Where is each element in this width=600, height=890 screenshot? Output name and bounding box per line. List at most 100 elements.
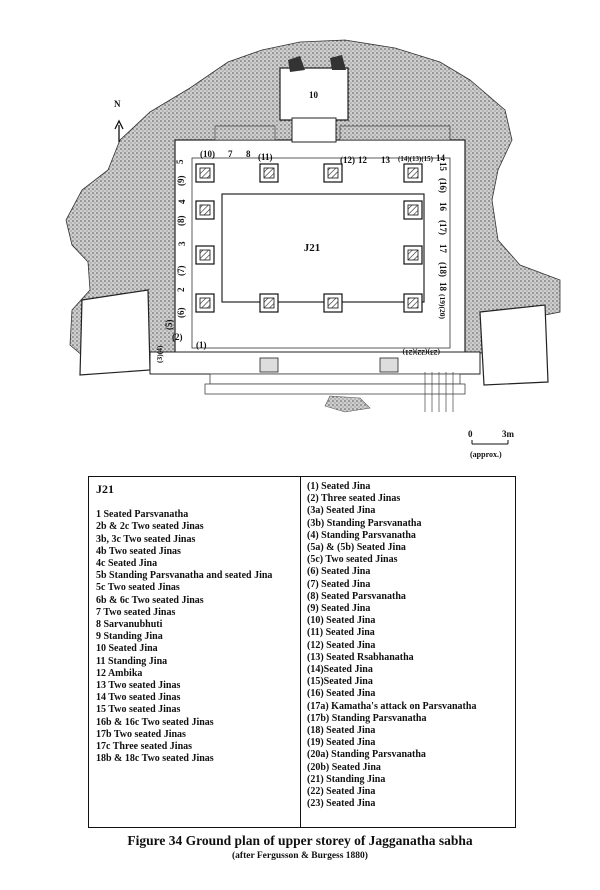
center-label: J21 xyxy=(304,242,321,254)
niche-label: 12 xyxy=(358,155,368,165)
scale-bar xyxy=(471,440,509,445)
niche-label: 3 xyxy=(177,241,187,246)
south-bay-right xyxy=(379,357,399,373)
legend-item: 2b & 2c Two seated Jinas xyxy=(96,521,204,533)
legend-item: (8) Seated Parsvanatha xyxy=(307,590,406,602)
pillar-core xyxy=(407,297,419,309)
niche-label: (6) xyxy=(176,308,186,319)
scale-zero: 0 xyxy=(468,429,473,439)
pillar-core xyxy=(263,297,275,309)
scale-length: 3m xyxy=(502,429,515,439)
legend-item: 9 Standing Jina xyxy=(96,631,163,643)
legend-item: (22) Seated Jina xyxy=(307,786,376,798)
ground-plan: J21 N 10 (10) 7 8 (11) (12) 12 13 (14)(1… xyxy=(65,39,561,459)
niche-label: (1) xyxy=(196,340,207,350)
top-wall-relief-right xyxy=(339,125,451,141)
top-wall-relief-left xyxy=(214,125,276,141)
legend-item: 4c Seated Jina xyxy=(96,558,158,570)
legend-item: (3b) Standing Parsvanatha xyxy=(307,517,422,529)
niche-label: 7 xyxy=(228,149,233,159)
legend-item: (15)Seated Jina xyxy=(307,676,373,688)
top-shrine-label: 10 xyxy=(309,90,319,100)
legend-right-column: (1) Seated Jina(2) Three seated Jinas(3a… xyxy=(307,481,512,810)
legend-item: 17b Two seated Jinas xyxy=(96,728,186,740)
pillar-core xyxy=(199,204,211,216)
legend-item: 5b Standing Parsvanatha and seated Jina xyxy=(96,570,273,582)
niche-label: 4 xyxy=(177,199,187,204)
niche-label: (7) xyxy=(176,266,186,277)
north-label: N xyxy=(114,99,121,109)
niche-label: 17 xyxy=(438,244,448,254)
legend-title: J21 xyxy=(96,482,114,496)
niche-label: (16) xyxy=(438,178,448,193)
legend-divider xyxy=(300,477,301,827)
legend-item: (4) Standing Parsvanatha xyxy=(307,529,416,541)
niche-label: 5 xyxy=(175,159,185,164)
pillar-core xyxy=(199,249,211,261)
central-court xyxy=(221,193,425,303)
top-shrine-porch xyxy=(291,117,337,143)
legend-item: 4b Two seated Jinas xyxy=(96,545,181,557)
east-stairs xyxy=(424,372,454,412)
niche-labels: (10) 7 8 (11) (12) 12 13 (14)(13)(15) 14… xyxy=(155,149,448,363)
niche-label: (14)(13)(15) xyxy=(398,155,434,163)
pillar-core xyxy=(407,204,419,216)
legend-item: (16) Seated Jina xyxy=(307,688,376,700)
pillar-core xyxy=(199,297,211,309)
ground-debris xyxy=(324,395,371,413)
legend-item: (1) Seated Jina xyxy=(307,481,371,492)
south-step-2 xyxy=(204,383,466,395)
niche-label: 14 xyxy=(436,153,446,163)
niche-label: (3)(4) xyxy=(155,345,164,363)
legend-item: (11) Seated Jina xyxy=(307,627,375,639)
legend-item: 18b & 18c Two seated Jinas xyxy=(96,753,214,765)
legend-item: 7 Two seated Jinas xyxy=(96,606,176,618)
legend-item: (21) Standing Jina xyxy=(307,773,386,785)
legend-item: (17b) Standing Parsvanatha xyxy=(307,712,427,724)
legend-item: 13 Two seated Jinas xyxy=(96,680,181,692)
legend-item: (13) Seated Rsabhanatha xyxy=(307,651,414,663)
legend-item: (7) Seated Jina xyxy=(307,578,371,590)
pillar-core xyxy=(407,249,419,261)
niche-label: 13 xyxy=(381,155,391,165)
niche-label: 16 xyxy=(438,202,448,212)
niche-label: (10) xyxy=(200,149,215,159)
pillar-core xyxy=(327,167,339,179)
legend-item: 15 Two seated Jinas xyxy=(96,704,181,716)
legend-item: 6b & 6c Two seated Jinas xyxy=(96,594,204,606)
legend-item: (20b) Seated Jina xyxy=(307,761,381,773)
niche-label: (2) xyxy=(172,332,183,342)
legend-item: (2) Three seated Jinas xyxy=(307,493,401,505)
niche-label: 2 xyxy=(176,287,186,292)
pillar-core xyxy=(263,167,275,179)
west-annex xyxy=(79,289,151,376)
legend-item: (23) Seated Jina xyxy=(307,798,376,810)
legend-item: (5a) & (5b) Seated Jina xyxy=(307,542,406,554)
niche-label: (17) xyxy=(438,220,448,235)
legend-item: 12 Ambika xyxy=(96,667,143,679)
legend-item: (6) Seated Jina xyxy=(307,566,371,578)
top-shrine xyxy=(279,67,349,121)
legend-item: (5c) Two seated Jinas xyxy=(307,554,398,566)
south-bay-left xyxy=(259,357,279,373)
niche-label: 15 xyxy=(438,162,448,172)
niche-label: (18) xyxy=(438,262,448,277)
legend-item: 3b, 3c Two seated Jinas xyxy=(96,533,196,545)
niche-label: (9) xyxy=(176,176,186,187)
niche-label: (23)(22)(21) xyxy=(402,348,440,357)
legend-item: 8 Sarvanubhuti xyxy=(96,619,163,631)
north-arrow xyxy=(114,119,124,142)
niche-label: (12) xyxy=(340,155,355,165)
niche-label: 8 xyxy=(246,149,251,159)
top-shrine-roof-debris xyxy=(288,55,346,72)
legend-item: (10) Seated Jina xyxy=(307,615,376,627)
pillars xyxy=(195,163,423,313)
legend-item: 10 Seated Jina xyxy=(96,643,158,655)
caption-title: Figure 34 Ground plan of upper storey of… xyxy=(127,833,473,848)
legend-item: 14 Two seated Jinas xyxy=(96,692,181,704)
legend-item: (19) Seated Jina xyxy=(307,737,376,749)
legend-item: (18) Seated Jina xyxy=(307,725,376,737)
niche-label: (19)(20) xyxy=(438,294,447,319)
legend-item: (14)Seated Jina xyxy=(307,664,373,676)
scale-note: (approx.) xyxy=(470,450,502,459)
